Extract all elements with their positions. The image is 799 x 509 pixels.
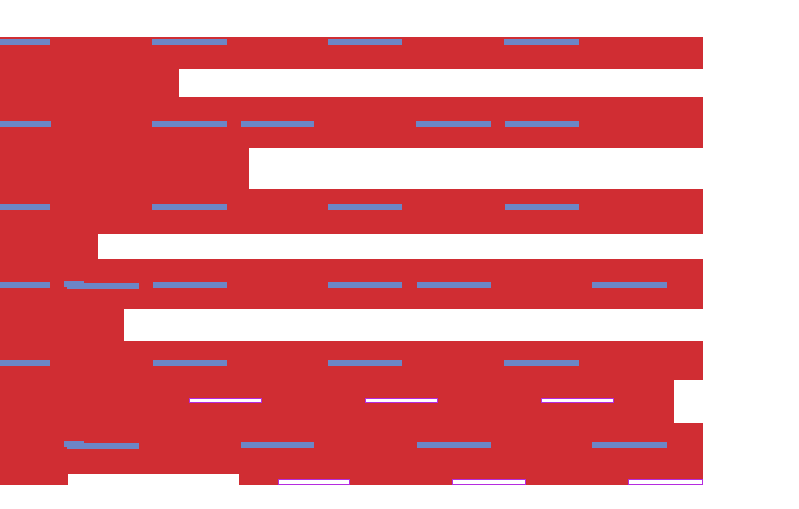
link-underline-bar[interactable] [504,360,579,366]
link-underline-bar[interactable] [152,39,227,45]
link-underline-bar[interactable] [0,121,51,127]
visited-link-outline-bar[interactable] [628,479,703,485]
link-underline-bar[interactable] [505,204,579,210]
link-underline-bar[interactable] [152,121,227,127]
link-underline-bar[interactable] [67,443,139,449]
link-underline-bar[interactable] [0,282,50,288]
redacted-text-block [0,97,703,148]
link-underline-bar[interactable] [417,442,491,448]
link-underline-bar[interactable] [241,442,314,448]
link-underline-bar[interactable] [592,282,667,288]
link-underline-bar[interactable] [328,39,402,45]
link-underline-bar[interactable] [328,282,402,288]
link-underline-bar[interactable] [0,39,50,45]
link-underline-bar[interactable] [67,283,139,289]
link-underline-bar[interactable] [152,204,227,210]
redacted-text-block [0,148,249,189]
visited-link-outline-bar[interactable] [452,479,526,485]
link-underline-bar[interactable] [153,282,227,288]
visited-link-outline-bar[interactable] [541,398,614,403]
redacted-text-block [0,474,68,485]
link-underline-bar[interactable] [592,442,667,448]
visited-link-outline-bar[interactable] [365,398,438,403]
link-underline-bar[interactable] [504,39,579,45]
link-underline-bar[interactable] [0,204,50,210]
link-underline-bar[interactable] [153,360,227,366]
redacted-text-block [0,189,703,234]
visited-link-outline-bar[interactable] [189,398,262,403]
link-underline-bar[interactable] [416,121,491,127]
link-underline-bar[interactable] [0,360,50,366]
link-underline-bar[interactable] [241,121,314,127]
redacted-text-block [0,234,98,259]
link-underline-bar[interactable] [505,121,579,127]
redacted-text-block [0,309,124,341]
link-underline-bar[interactable] [417,282,491,288]
link-underline-bar[interactable] [328,204,402,210]
redacted-text-block [0,69,179,97]
link-underline-bar[interactable] [328,360,402,366]
visited-link-outline-bar[interactable] [278,479,350,485]
